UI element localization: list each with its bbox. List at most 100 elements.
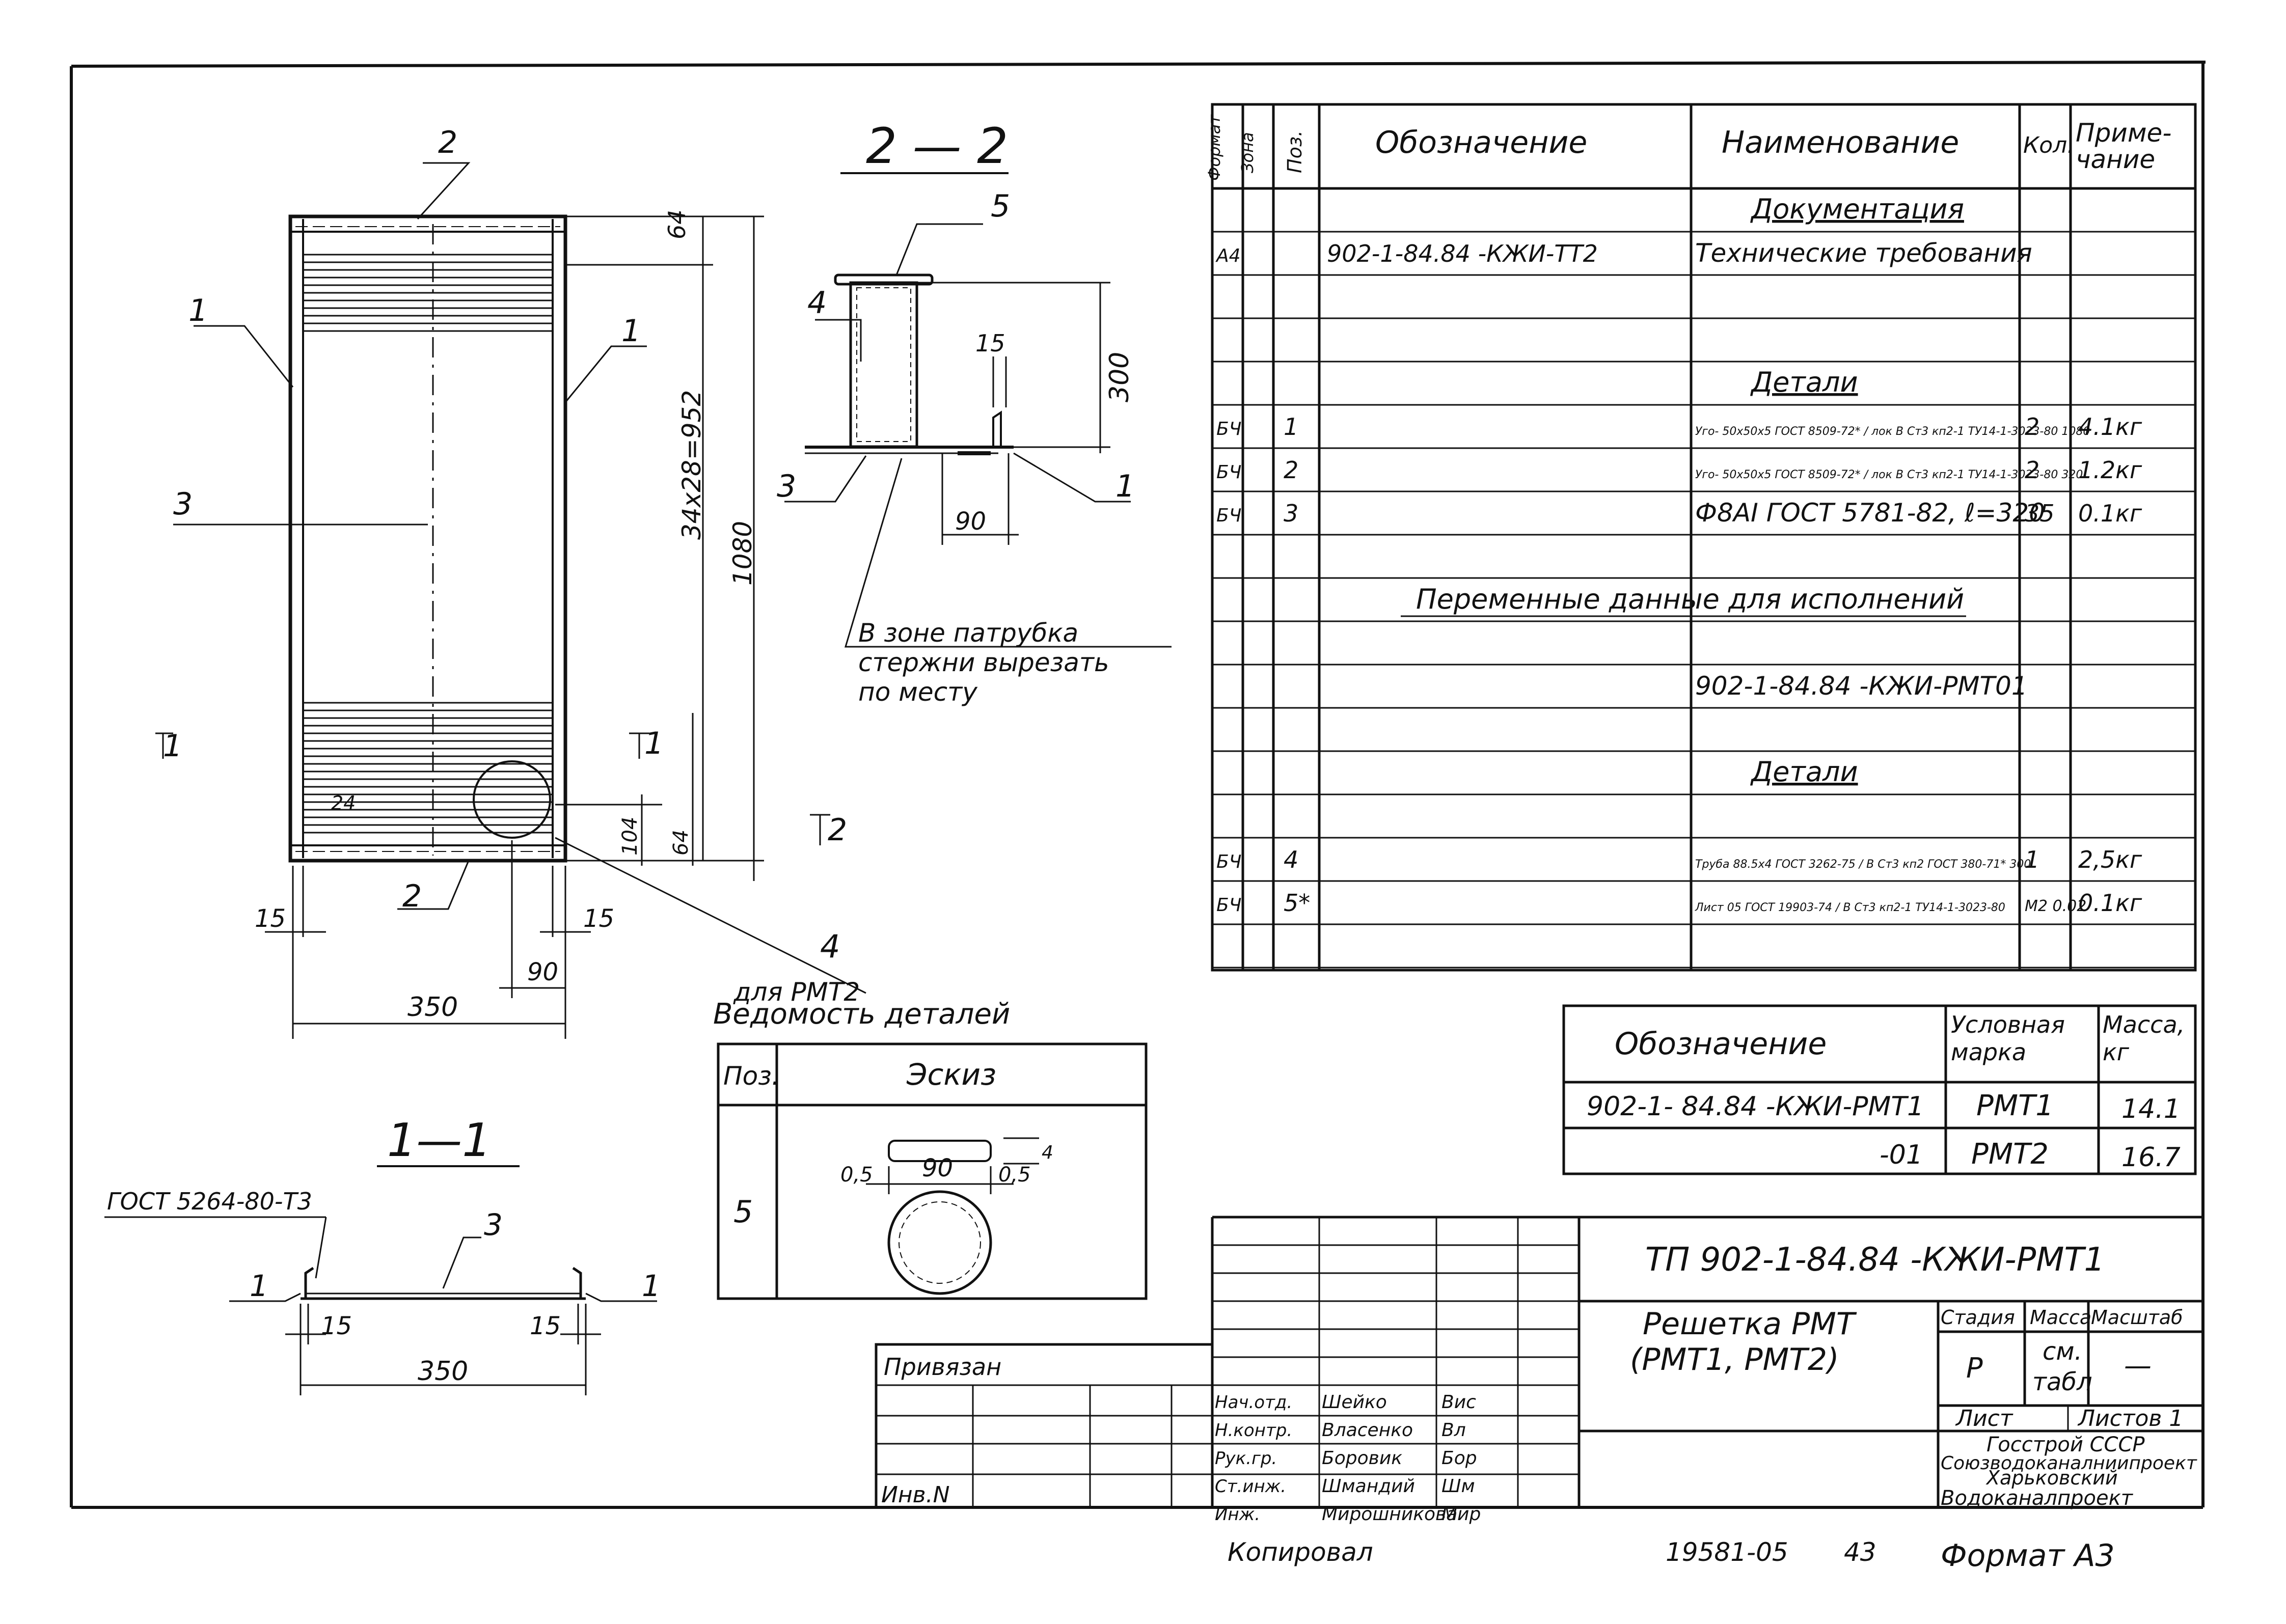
details-dim-05-right: 0,5 xyxy=(998,1163,1031,1187)
sec22-note-line2: стержни вырезать xyxy=(858,648,1109,677)
title-block-grid xyxy=(875,1216,2203,1509)
sec11-dim-350: 350 xyxy=(418,1356,468,1387)
spec-cell-name: 902-1-84.84 -КЖИ-РМТ01 xyxy=(1695,671,2028,701)
sig-role-2: Н.контр. xyxy=(1215,1420,1292,1441)
variants-col-mark: Условная марка xyxy=(1951,1011,2065,1066)
spec-cell-name: Детали xyxy=(1750,756,1858,788)
dim-pitch: 34x28=952 xyxy=(677,390,706,540)
spec-variable-header: Переменные данные для исполнений xyxy=(1416,583,1964,615)
variant-row-2-mark: РМТ2 xyxy=(1971,1138,2049,1171)
sig-role-1: Нач.отд. xyxy=(1215,1392,1292,1413)
spec-row-lines xyxy=(1212,231,2195,969)
sec22-callout-3: 3 xyxy=(777,469,796,504)
sec22-dim-15: 15 xyxy=(975,329,1005,357)
sig-name-2: Власенко xyxy=(1322,1420,1413,1441)
spec-table-grid xyxy=(1211,103,2197,972)
title-org-line2: Союзводоканалниипроект xyxy=(1941,1453,2197,1474)
spec-cell-name: Технические требования xyxy=(1695,238,2032,268)
spec-cell-qty: 2 xyxy=(2025,456,2039,484)
variants-col-designation: Обозначение xyxy=(1615,1026,1827,1062)
sec22-note-line1: В зоне патрубка xyxy=(858,618,1078,648)
spec-cell-format: А4 xyxy=(1215,245,1241,266)
section-2-2-title: 2 — 2 xyxy=(866,118,1008,175)
spec-cell-pos: 2 xyxy=(1284,456,1298,484)
spec-col-zone: Зона xyxy=(1238,132,1257,173)
sec22-dim-90: 90 xyxy=(955,507,986,536)
spec-cell-name: Лист 05 ГОСТ 19903-74 / В Ст3 кп2-1 ТУ14… xyxy=(1695,901,2005,914)
dim-104: 104 xyxy=(618,817,642,856)
spec-cell-format: БЧ xyxy=(1216,505,1241,526)
sec22-dim-300: 300 xyxy=(1104,352,1135,402)
dim-24: 24 xyxy=(331,792,356,814)
sig-sign-4: Шм xyxy=(1441,1476,1475,1497)
cut-mark-1-right: 1 xyxy=(644,726,664,761)
details-pos-5: 5 xyxy=(733,1194,753,1230)
title-org-line3: Харьковский xyxy=(1985,1467,2118,1489)
section-2-2 xyxy=(784,172,1172,648)
title-sheets-label: Листов 1 xyxy=(2077,1406,2183,1432)
dim-total-1080: 1080 xyxy=(728,521,757,586)
sec11-dim-15-right: 15 xyxy=(530,1312,561,1340)
dim-90: 90 xyxy=(527,958,558,986)
variant-row-2-designation: -01 xyxy=(1880,1140,1923,1170)
spec-cell-name: Ф8АI ГОСТ 5781-82, ℓ=320 xyxy=(1695,498,2045,528)
variants-col-mass: Масса, кг xyxy=(2103,1011,2185,1066)
details-sheet-title: Ведомость деталей xyxy=(713,998,1010,1031)
spec-col-note-wrap: Приме-чание xyxy=(2076,120,2172,174)
variant-row-1-mark: РМТ1 xyxy=(1976,1089,2054,1122)
spec-col-pos: Поз. xyxy=(1284,130,1306,173)
title-mass-line2: табл xyxy=(2032,1368,2092,1396)
spec-cell-pos: 3 xyxy=(1284,500,1298,527)
sig-sign-5: Мир xyxy=(1441,1504,1481,1525)
title-name-line1: Решетка РМТ xyxy=(1643,1306,1857,1342)
dim-top-64: 64 xyxy=(663,209,691,239)
spec-cell-designation: 902-1-84.84 -КЖИ-ТТ2 xyxy=(1327,240,1598,267)
spec-col-qty: Кол. xyxy=(2023,132,2074,158)
spec-col-note: Приме-чание xyxy=(2076,120,2172,174)
spec-cell-pos: 1 xyxy=(1284,413,1298,441)
variants-table-grid xyxy=(1562,1004,2197,1175)
variants-col-mass-wrap: Масса, кг xyxy=(2103,1011,2185,1066)
cut-mark-1-left: 1 xyxy=(163,728,182,764)
callout-1-left: 1 xyxy=(188,293,208,328)
sig-role-5: Инж. xyxy=(1215,1504,1260,1525)
callout-4-note: для РМТ2 xyxy=(733,977,860,1007)
callout-1-right: 1 xyxy=(621,313,641,349)
spec-cell-qty: 1 xyxy=(2025,846,2039,873)
title-mass-line1: см. xyxy=(2043,1337,2082,1366)
spec-cell-note: 1.2кг xyxy=(2078,456,2142,484)
spec-cell-name: Документация xyxy=(1750,193,1964,225)
section-1-1 xyxy=(104,1165,657,1395)
sec22-callout-4: 4 xyxy=(807,285,827,321)
footer-format: Формат А3 xyxy=(1941,1538,2115,1574)
spec-cell-note: 0.1кг xyxy=(2078,500,2142,527)
sec22-callout-5: 5 xyxy=(991,188,1010,224)
sec11-callout-1-left: 1 xyxy=(250,1269,268,1303)
privyazan-label: Привязан xyxy=(884,1353,1001,1381)
callout-3: 3 xyxy=(173,486,193,522)
spec-cell-qty: 35 xyxy=(2025,500,2055,527)
callout-2-bottom: 2 xyxy=(402,878,422,914)
details-dim-05-left: 0,5 xyxy=(840,1163,873,1187)
details-dim-4: 4 xyxy=(1042,1142,1053,1163)
spec-cell-format: БЧ xyxy=(1216,419,1241,439)
title-mass-label: Масса xyxy=(2030,1306,2091,1329)
callout-4: 4 xyxy=(820,928,840,965)
sec11-callout-3: 3 xyxy=(484,1207,503,1242)
dim-15-right: 15 xyxy=(583,904,614,933)
sig-name-3: Боровик xyxy=(1322,1448,1402,1469)
spec-col-name: Наименование xyxy=(1722,125,1959,160)
variant-row-1-mass: 14.1 xyxy=(2121,1094,2181,1124)
spec-cell-note: 0.1кг xyxy=(2078,889,2142,917)
title-name-line2: (РМТ1, РМТ2) xyxy=(1630,1342,1839,1378)
dim-350: 350 xyxy=(407,992,458,1023)
title-scale: — xyxy=(2124,1350,2152,1382)
sec11-standard: ГОСТ 5264-80-Т3 xyxy=(107,1188,312,1215)
sig-name-5: Мирошникова xyxy=(1322,1504,1457,1525)
callout-2-top: 2 xyxy=(438,125,457,160)
details-col-sketch: Эскиз xyxy=(906,1057,996,1092)
details-sheet-table xyxy=(717,1042,1148,1300)
dim-64-bottom: 64 xyxy=(669,830,693,856)
sec11-dim-15-left: 15 xyxy=(321,1312,352,1340)
spec-cell-qty: М2 0.02 xyxy=(2025,897,2086,915)
